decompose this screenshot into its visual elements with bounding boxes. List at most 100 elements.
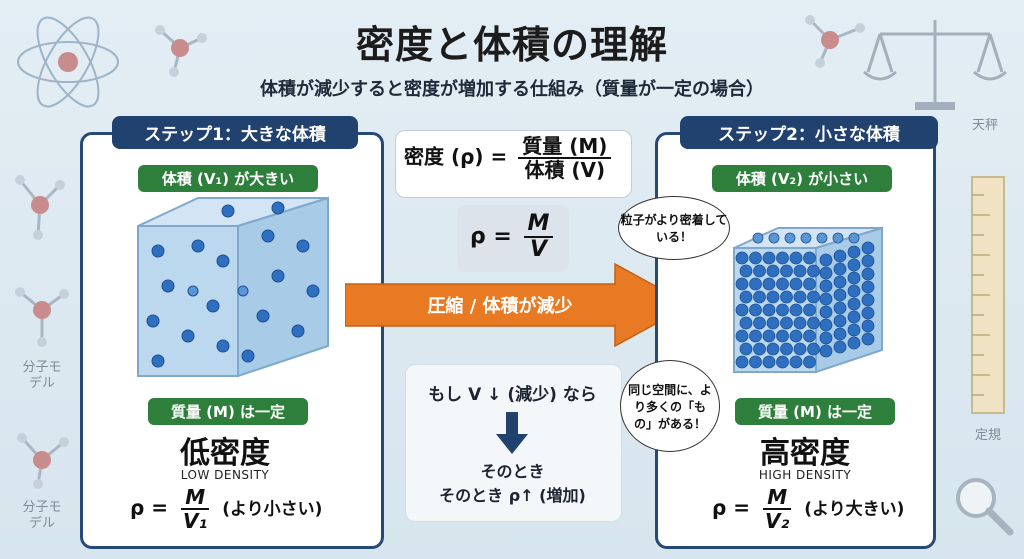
particle	[833, 262, 847, 276]
particle	[762, 329, 776, 343]
volume-symbol: V₁	[183, 509, 208, 533]
particle	[847, 245, 861, 259]
particle	[847, 297, 861, 311]
particle	[780, 264, 793, 278]
particle	[753, 342, 766, 356]
short-lhs: ρ =	[470, 224, 512, 250]
particle	[833, 327, 847, 341]
particle	[847, 271, 861, 285]
particle	[789, 329, 803, 343]
particle	[739, 342, 753, 356]
particle	[784, 232, 796, 244]
step1-formula-note: (より小さい)	[222, 499, 323, 520]
particle	[780, 316, 793, 330]
particle	[739, 264, 753, 278]
speech-bubble-more-stuff: 同じ空間に、より多くの「もの」がある！	[620, 360, 720, 452]
step2-density-en: HIGH DENSITY	[758, 468, 852, 482]
particle	[833, 288, 847, 302]
step2-mass-pill: 質量 (M) は一定	[735, 398, 895, 425]
particle	[819, 292, 833, 306]
particle	[847, 284, 861, 298]
particle	[789, 355, 803, 369]
particle	[803, 251, 816, 265]
molecule-model-label: 分子モデル	[22, 500, 62, 532]
short-numerator: M	[523, 211, 554, 239]
compression-arrow-icon	[345, 262, 692, 348]
particle	[800, 232, 812, 244]
particle	[793, 290, 807, 304]
then-text-2: そのとき ρ↑ (増加)	[439, 486, 586, 505]
particle	[776, 329, 789, 343]
particle	[819, 305, 833, 319]
ruler-icon	[971, 176, 1005, 414]
down-arrow-icon	[496, 412, 528, 454]
particle	[833, 249, 847, 263]
particle	[833, 340, 847, 354]
step1-density-label: 低密度	[180, 436, 270, 471]
step2-formula-note: (より大きい)	[804, 499, 905, 520]
particle	[776, 303, 789, 317]
balance-label: 天秤	[971, 118, 998, 133]
short-denominator: V	[529, 237, 547, 263]
particle	[861, 293, 875, 307]
step1-volume-pill: 体積 (V₁) が大きい	[138, 165, 318, 192]
particle	[807, 342, 820, 356]
particle	[753, 316, 766, 330]
molecule-decoration-icon	[155, 25, 207, 77]
particle	[735, 277, 749, 291]
particle	[776, 251, 789, 265]
molecule-decoration-icon	[17, 433, 69, 489]
particle	[753, 290, 766, 304]
particle	[861, 267, 875, 281]
particle	[749, 303, 762, 317]
density-definition-box	[395, 130, 632, 198]
particle	[861, 319, 875, 333]
compression-arrow-label: 圧縮 / 体積が減少	[427, 296, 573, 317]
particle	[762, 303, 776, 317]
step1-density-en: LOW DENSITY	[180, 468, 270, 482]
particle	[833, 275, 847, 289]
particle	[749, 277, 762, 291]
particle	[819, 318, 833, 332]
definition-lhs: 密度 (ρ) =	[404, 144, 508, 169]
particle	[861, 332, 875, 346]
speech-bubble-dense: 粒子がより密着している！	[618, 196, 730, 260]
particle	[793, 316, 807, 330]
rho-symbol: ρ =	[130, 495, 169, 520]
mass-symbol: M	[763, 486, 792, 510]
particle	[848, 232, 860, 244]
atom-decoration-icon	[17, 16, 119, 108]
particle	[819, 253, 833, 267]
particle	[766, 264, 780, 278]
particle	[847, 336, 861, 350]
molecule-decoration-icon	[805, 15, 865, 68]
step1-tab: ステップ1：大きな体積	[112, 116, 358, 149]
magnifier-icon	[956, 478, 1014, 536]
step2-density-label: 高密度	[760, 436, 850, 471]
volume-symbol: V₂	[765, 509, 790, 533]
step1-mass-pill: 質量 (M) は一定	[148, 398, 308, 425]
particle	[766, 290, 780, 304]
particle	[735, 303, 749, 317]
particle	[768, 232, 780, 244]
particle	[780, 342, 793, 356]
page-title: 密度と体積の理解	[355, 23, 668, 67]
particle	[803, 355, 816, 369]
particle	[807, 264, 820, 278]
particle	[833, 314, 847, 328]
particle	[735, 251, 749, 265]
particle	[749, 251, 762, 265]
particle	[762, 277, 776, 291]
particle	[807, 290, 820, 304]
particle	[833, 301, 847, 315]
particle	[861, 254, 875, 268]
then-text-1: そのとき	[480, 462, 545, 481]
molecule-decoration-icon	[15, 175, 65, 240]
particle	[861, 280, 875, 294]
density-definition-formula: 密度 (ρ) = 質量 (M)体積 (V)	[404, 135, 624, 181]
step2-volume-pill: 体積 (V₂) が小さい	[712, 165, 892, 192]
small-cube-illustration	[733, 226, 883, 374]
particle	[762, 251, 776, 265]
